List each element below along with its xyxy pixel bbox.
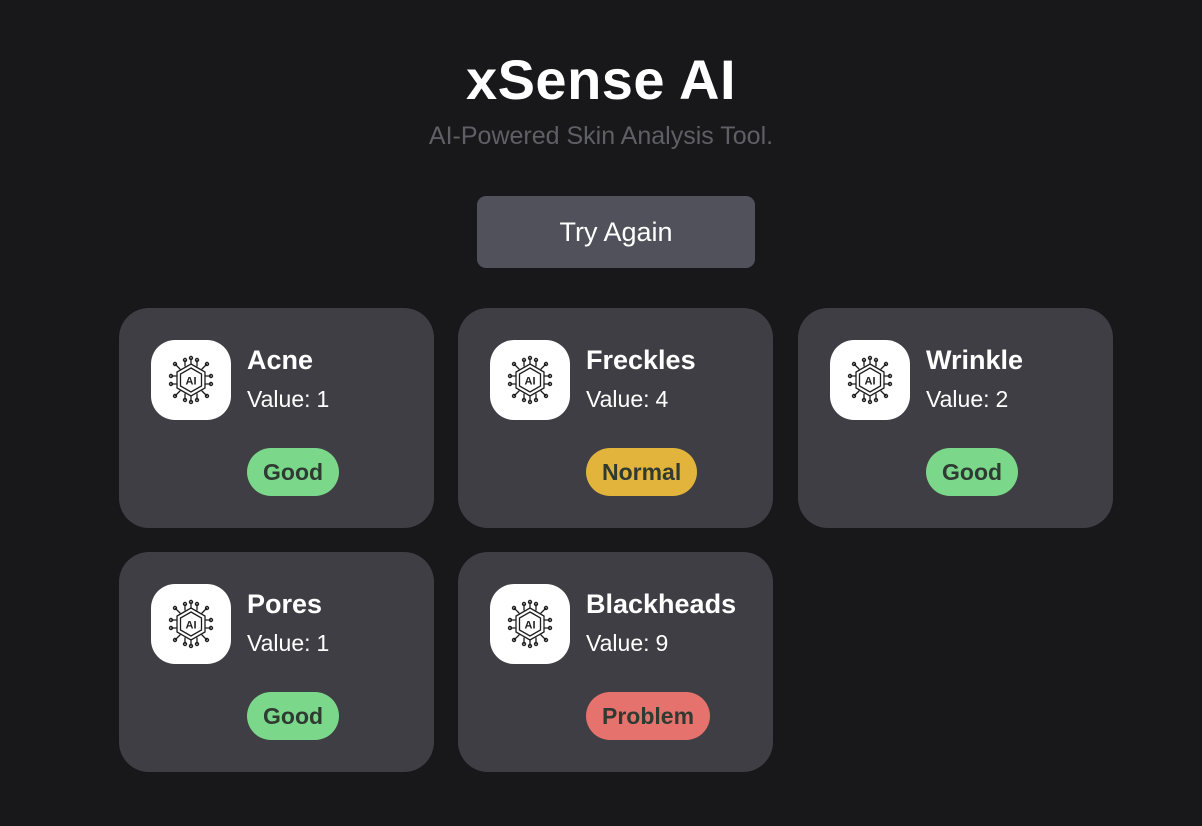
svg-text:AI: AI <box>865 376 876 388</box>
ai-chip-icon: AI <box>490 340 570 420</box>
value-number: 1 <box>316 386 330 412</box>
ai-chip-icon: AI <box>151 340 231 420</box>
status-badge: Good <box>247 448 340 496</box>
result-card-blackheads: AI Blackheads Value:9 Problem <box>458 552 773 772</box>
page-title: xSense AI <box>465 48 737 111</box>
card-value: Value:2 <box>926 384 1008 414</box>
value-label: Value: <box>247 386 311 412</box>
status-badge: Problem <box>586 692 711 740</box>
card-name: Acne <box>247 345 314 375</box>
card-name: Pores <box>247 589 323 619</box>
result-card-pores: AI Pores Value:1 Good <box>119 552 434 772</box>
status-badge: Good <box>247 692 340 740</box>
value-label: Value: <box>926 386 990 412</box>
card-value: Value:1 <box>247 628 329 658</box>
svg-text:AI: AI <box>186 620 197 632</box>
ai-chip-icon: AI <box>490 584 570 664</box>
card-value: Value:1 <box>247 384 329 414</box>
ai-chip-icon: AI <box>830 340 910 420</box>
card-value: Value:9 <box>586 628 668 658</box>
value-number: 9 <box>655 630 669 656</box>
value-label: Value: <box>586 630 650 656</box>
value-number: 4 <box>655 386 669 412</box>
result-card-wrinkle: AI Wrinkle Value:2 Good <box>798 308 1113 528</box>
value-label: Value: <box>247 630 311 656</box>
value-label: Value: <box>586 386 650 412</box>
ai-chip-icon: AI <box>151 584 231 664</box>
result-card-acne: AI Acne Value:1 Good <box>119 308 434 528</box>
page-subtitle: AI-Powered Skin Analysis Tool. <box>428 122 774 150</box>
card-name: Blackheads <box>586 589 737 619</box>
card-name: Wrinkle <box>926 345 1024 375</box>
card-value: Value:4 <box>586 384 668 414</box>
svg-text:AI: AI <box>186 376 197 388</box>
svg-text:AI: AI <box>525 376 536 388</box>
status-badge: Normal <box>586 448 698 496</box>
try-again-button[interactable]: Try Again <box>477 196 755 268</box>
svg-text:AI: AI <box>525 620 536 632</box>
result-card-freckles: AI Freckles Value:4 Normal <box>458 308 773 528</box>
value-number: 1 <box>316 630 330 656</box>
value-number: 2 <box>995 386 1009 412</box>
status-badge: Good <box>926 448 1019 496</box>
card-name: Freckles <box>586 345 696 375</box>
